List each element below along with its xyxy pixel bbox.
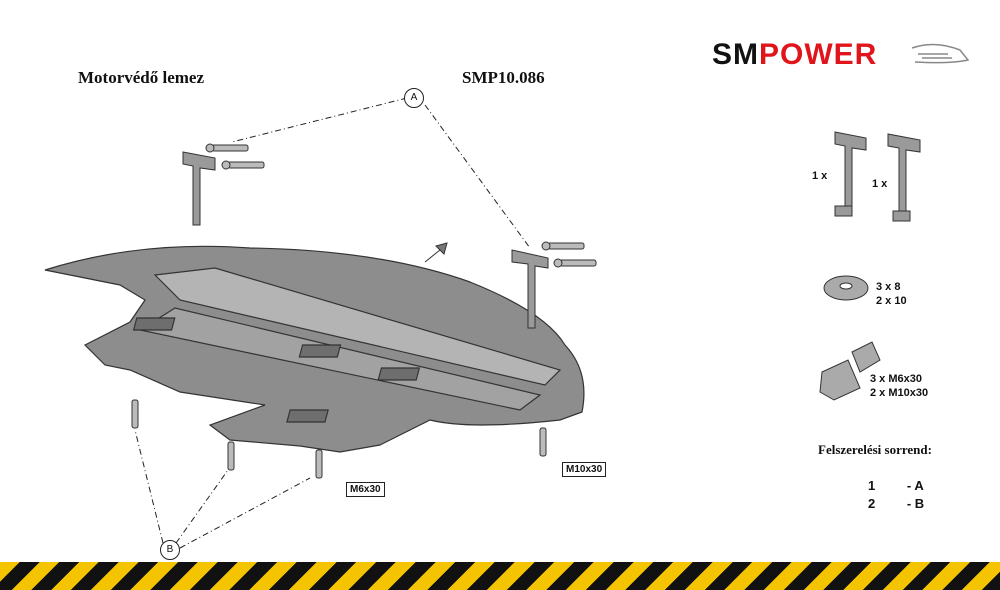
skid-plate	[44, 245, 585, 453]
bracket-left-qty: 1 x	[812, 170, 828, 182]
bolts-upper	[205, 143, 597, 268]
product-code: SMP10.086	[462, 68, 545, 87]
direction-arrow-icon	[424, 242, 448, 263]
bracket-a-left	[182, 151, 216, 226]
bolt-m10-label: M10x30	[562, 462, 607, 477]
order-row-1: 1 - A	[868, 478, 924, 493]
bolt-m6-label: M6x30	[346, 482, 385, 497]
callout-a: A	[404, 88, 424, 108]
parts-bracket-left	[834, 131, 867, 217]
brand-logo: SMPOWER	[712, 38, 877, 72]
washer-qty-2: 2 x 10	[876, 295, 907, 307]
order-num: 1	[868, 478, 876, 493]
callout-leaders	[134, 97, 531, 549]
parts-washer-icon	[823, 275, 869, 301]
order-step: - B	[906, 496, 925, 511]
order-title: Felszerelési sorrend:	[818, 442, 932, 457]
hazard-stripe	[0, 562, 1000, 590]
bracket-a-right	[511, 249, 549, 329]
callout-b: B	[160, 540, 180, 560]
parts-bracket-right	[887, 133, 921, 222]
order-num: 2	[868, 496, 876, 511]
order-step: - A	[906, 478, 924, 493]
diagram-title: Motorvédő lemez	[78, 68, 205, 87]
parts-bolt-icon	[819, 341, 881, 401]
bolt-qty-1: 3 x M6x30	[870, 373, 922, 385]
washer-qty-1: 3 x 8	[876, 281, 901, 293]
bolt-qty-2: 2 x M10x30	[870, 387, 929, 399]
order-row-2: 2 - B	[868, 496, 924, 511]
logo-power-text: POWER	[759, 38, 878, 71]
logo-sm-text: SM	[712, 38, 759, 71]
bolts-lower	[131, 399, 547, 479]
bracket-right-qty: 1 x	[872, 178, 888, 190]
logo-car-icon	[911, 43, 970, 64]
